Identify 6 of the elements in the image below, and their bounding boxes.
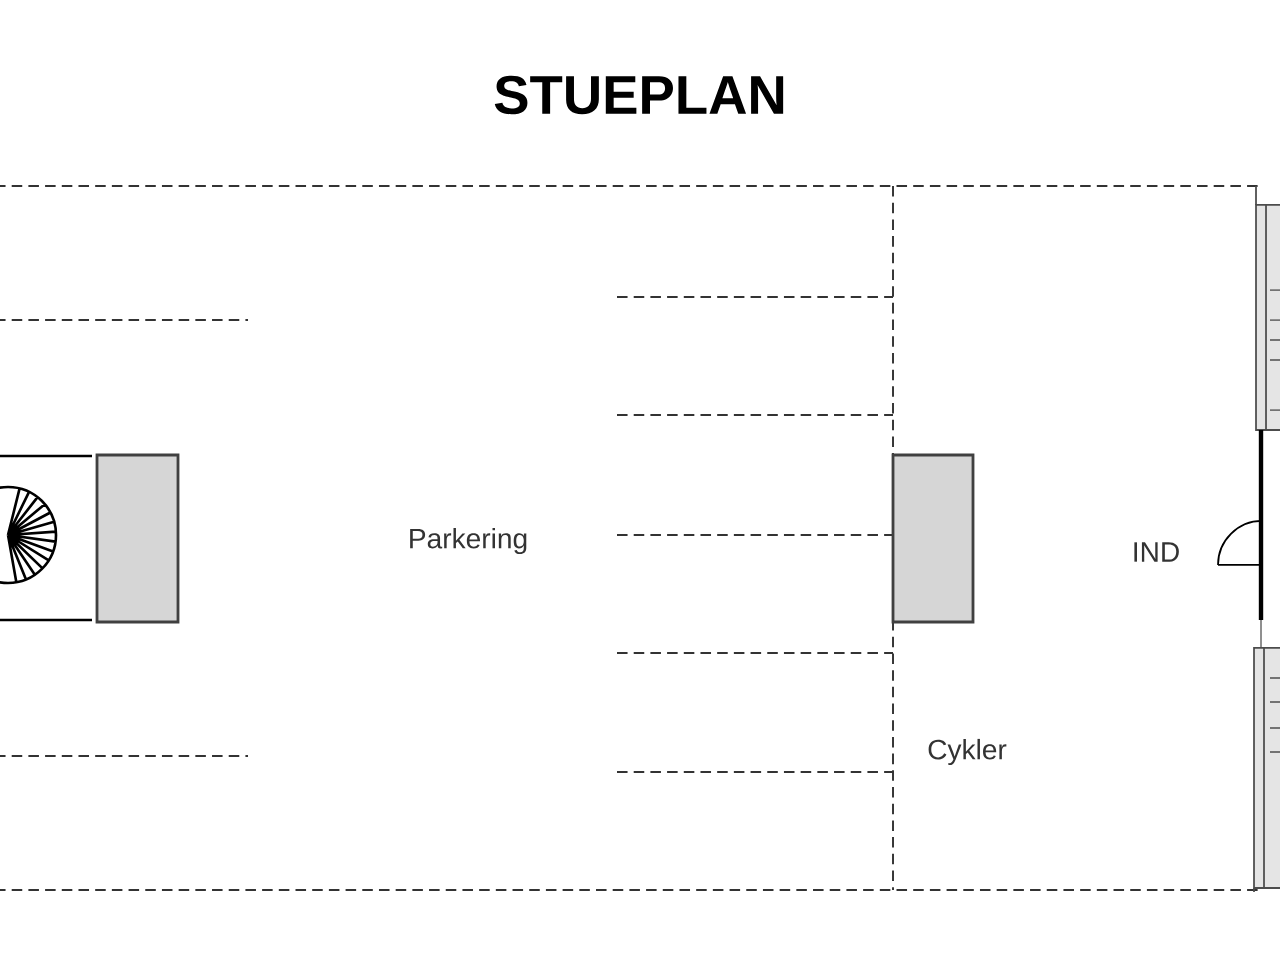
area-label: Parkering [410, 527, 527, 555]
area-label: Cykler [928, 738, 1007, 766]
area-label: IND [1134, 542, 1179, 562]
pillar [95, 453, 180, 624]
pillar [891, 453, 975, 624]
title: STUEPLAN [494, 75, 784, 115]
